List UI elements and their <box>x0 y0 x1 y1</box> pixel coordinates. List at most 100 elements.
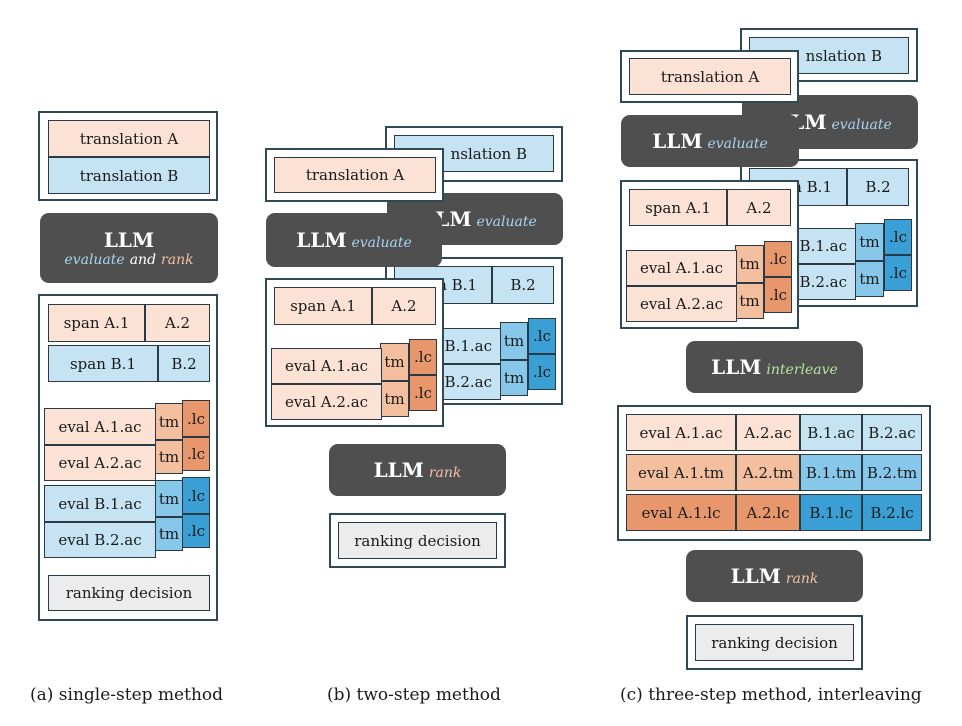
a-span-a1: span A.1 <box>48 304 145 342</box>
a-span-b2: B.2 <box>158 345 210 382</box>
c-interleave-llm-label: LLM <box>711 355 762 379</box>
c-rank-llm-label: LLM <box>730 564 781 588</box>
c-eval-a2-lc: .lc <box>764 277 792 313</box>
a-rank-label: rank <box>161 252 194 268</box>
b-span-b1-text: n B.1 <box>437 276 477 294</box>
a-translation-a: translation A <box>48 120 210 157</box>
c-span-a1: span A.1 <box>629 189 727 226</box>
b-eval-b1-tm: tm <box>500 322 528 360</box>
b-eval-b2-ac: B.2.ac <box>443 364 501 400</box>
b-translation-a: translation A <box>274 157 436 193</box>
c-eval-a1-lc: .lc <box>764 241 792 277</box>
caption-a: (a) single-step method <box>30 685 224 705</box>
b-eval-a2-tm: tm <box>380 381 409 417</box>
c-eval-b1-ac: B.1.ac <box>797 228 856 264</box>
c-table-ac-b1: B.1.ac <box>800 414 862 451</box>
a-eval-b2-lc: .lc <box>182 514 210 548</box>
a-and-label: and <box>129 252 157 268</box>
b-eval-b1-ac-text: B.1.ac <box>444 337 492 355</box>
c-eval-b2-ac: B.2.ac <box>797 264 856 300</box>
b-eval-a1-tm: tm <box>380 343 409 381</box>
a-evaluate-label: evaluate <box>64 252 125 268</box>
b-eval-a1-ac: eval A.1.ac <box>271 348 382 384</box>
a-eval-b2-tm: tm <box>155 517 183 551</box>
b-eval-b2-ac-text: B.2.ac <box>444 373 492 391</box>
b-eval-b2-tm: tm <box>500 360 528 396</box>
c-eval-b1-tm: tm <box>855 223 884 261</box>
c-eval-b1-lc: .lc <box>884 219 912 255</box>
b-back-evaluate-label: evaluate <box>476 214 537 230</box>
c-eval-a1-tm: tm <box>735 245 764 283</box>
a-eval-b1-ac: eval B.1.ac <box>44 485 156 522</box>
b-eval-a1-lc: .lc <box>409 339 437 375</box>
b-eval-b1-lc: .lc <box>528 318 556 354</box>
c-table-tm-b2: B.2.tm <box>862 454 922 491</box>
c-front-evaluate-label: evaluate <box>707 136 768 152</box>
c-span-a2: A.2 <box>727 189 791 226</box>
caption-c: (c) three-step method, interleaving <box>620 685 922 705</box>
c-eval-b2-tm: tm <box>855 261 884 297</box>
a-llm-evaluate-rank: LLM evaluate and rank <box>40 213 218 283</box>
a-eval-b2-ac: eval B.2.ac <box>44 522 156 558</box>
a-span-b1: span B.1 <box>48 345 158 382</box>
a-eval-a1-tm: tm <box>155 403 183 440</box>
c-table-tm-b1: B.1.tm <box>800 454 862 491</box>
a-eval-a2-tm: tm <box>155 440 183 474</box>
b-eval-b1-ac: B.1.ac <box>443 328 501 364</box>
b-front-llm-label: LLM <box>296 228 347 252</box>
c-table-lc-a1: eval A.1.lc <box>626 494 736 531</box>
a-eval-b1-lc: .lc <box>182 477 210 514</box>
b-rank-label: rank <box>428 465 462 481</box>
c-eval-b2-ac-text: B.2.ac <box>799 273 847 291</box>
a-span-a2: A.2 <box>145 304 210 342</box>
c-interleave-table: eval A.1.ac A.2.ac B.1.ac B.2.ac eval A.… <box>626 414 922 531</box>
c-table-ac-b2: B.2.ac <box>862 414 922 451</box>
c-eval-a2-ac: eval A.2.ac <box>626 286 737 322</box>
b-span-a1: span A.1 <box>274 287 372 325</box>
b-translation-b-text: nslation B <box>450 144 527 163</box>
c-table-ac-a1: eval A.1.ac <box>626 414 736 451</box>
c-eval-b2-lc: .lc <box>884 255 912 291</box>
c-span-b1-text: n B.1 <box>792 178 832 196</box>
b-ranking-decision: ranking decision <box>338 522 497 559</box>
b-span-b2: B.2 <box>492 266 554 304</box>
c-translation-b-text: nslation B <box>805 46 882 65</box>
c-rank-label: rank <box>785 571 819 587</box>
c-translation-a: translation A <box>629 58 791 95</box>
a-ranking-decision: ranking decision <box>48 575 210 611</box>
c-back-evaluate-label: evaluate <box>831 117 892 133</box>
a-eval-a1-ac: eval A.1.ac <box>44 408 156 445</box>
a-eval-b1-tm: tm <box>155 480 183 517</box>
b-eval-b2-lc: .lc <box>528 354 556 390</box>
c-table-lc-a2: A.2.lc <box>736 494 800 531</box>
a-llm-label: LLM <box>103 228 155 252</box>
c-table-lc-b2: B.2.lc <box>862 494 922 531</box>
c-front-llm-label: LLM <box>652 129 703 153</box>
a-eval-a1-lc: .lc <box>182 400 210 437</box>
b-front-evaluate-label: evaluate <box>351 235 412 251</box>
c-table-tm-a2: A.2.tm <box>736 454 800 491</box>
c-ranking-decision: ranking decision <box>695 624 854 661</box>
b-eval-a2-lc: .lc <box>409 375 437 411</box>
c-table-ac-a2: A.2.ac <box>736 414 800 451</box>
b-span-a2: A.2 <box>372 287 436 325</box>
a-eval-a2-lc: .lc <box>182 437 210 471</box>
c-interleave-label: interleave <box>766 362 838 378</box>
a-translation-b: translation B <box>48 157 210 194</box>
b-eval-a2-ac: eval A.2.ac <box>271 384 382 420</box>
c-span-b2: B.2 <box>847 168 909 206</box>
caption-b: (b) two-step method <box>327 685 501 705</box>
c-eval-a2-tm: tm <box>735 283 764 319</box>
c-translation-b: nslation B <box>749 37 909 74</box>
c-table-lc-b1: B.1.lc <box>800 494 862 531</box>
c-eval-a1-ac: eval A.1.ac <box>626 250 737 286</box>
c-eval-b1-ac-text: B.1.ac <box>799 237 847 255</box>
b-rank-llm-label: LLM <box>373 458 424 482</box>
c-table-tm-a1: eval A.1.tm <box>626 454 736 491</box>
a-eval-a2-ac: eval A.2.ac <box>44 445 156 481</box>
